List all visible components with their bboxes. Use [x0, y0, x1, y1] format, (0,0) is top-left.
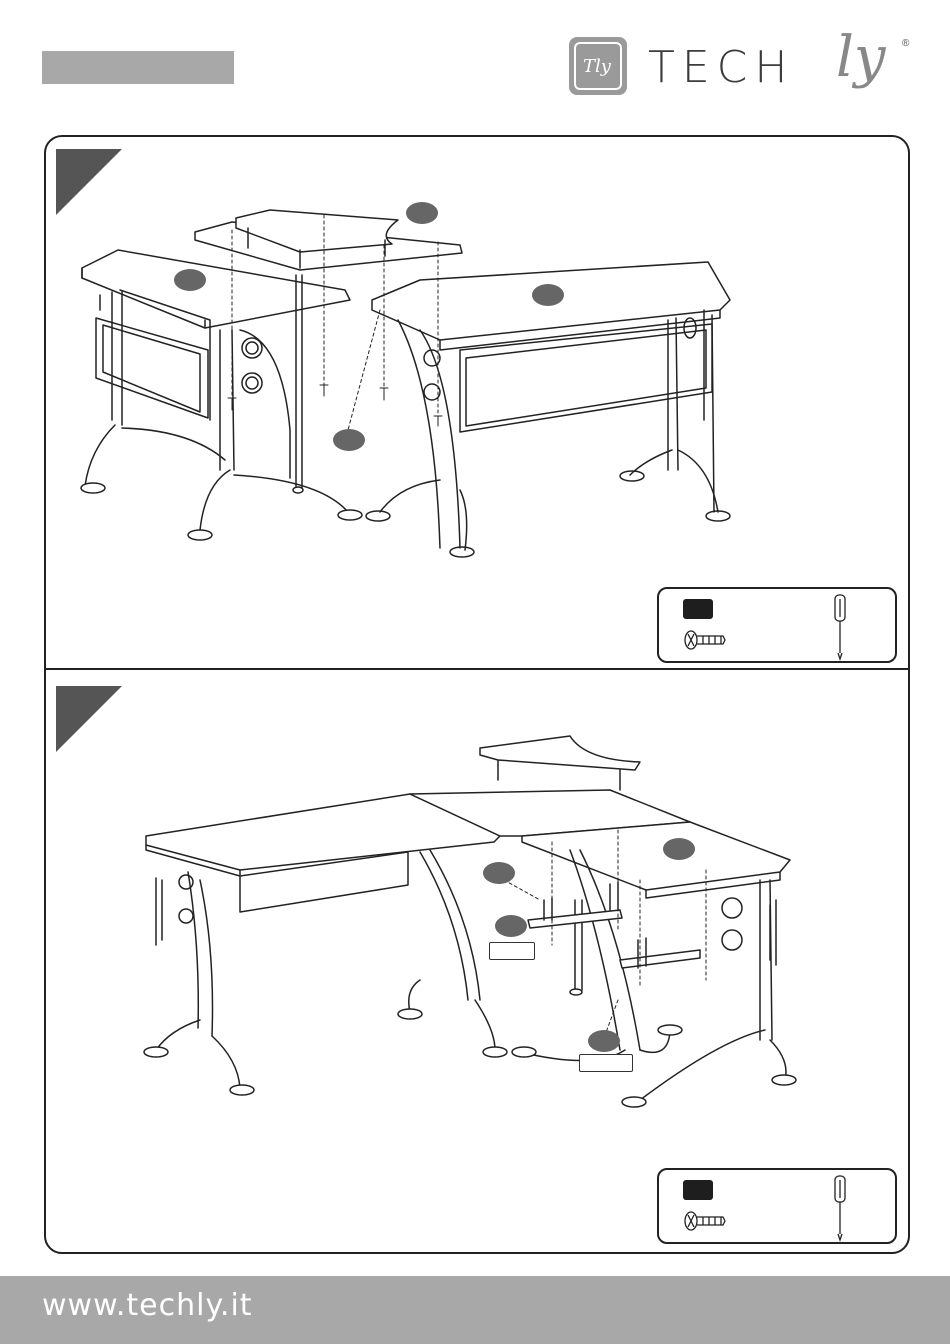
- footer-website-link[interactable]: www.techly.it: [42, 1288, 253, 1323]
- screwdriver-icon: [659, 1170, 895, 1242]
- tools-box-step-1: [657, 587, 897, 663]
- feet-step2: [144, 989, 796, 1107]
- screwdriver-icon: [659, 589, 895, 661]
- corner-desk-step2: [146, 736, 790, 1100]
- screws-step1: [228, 385, 442, 426]
- tools-box-step-2: [657, 1168, 897, 1244]
- left-desk-step1: [82, 250, 350, 530]
- part-label-box-2: [579, 1054, 633, 1072]
- feet-step1: [81, 471, 730, 557]
- part-label-box-1: [489, 942, 535, 960]
